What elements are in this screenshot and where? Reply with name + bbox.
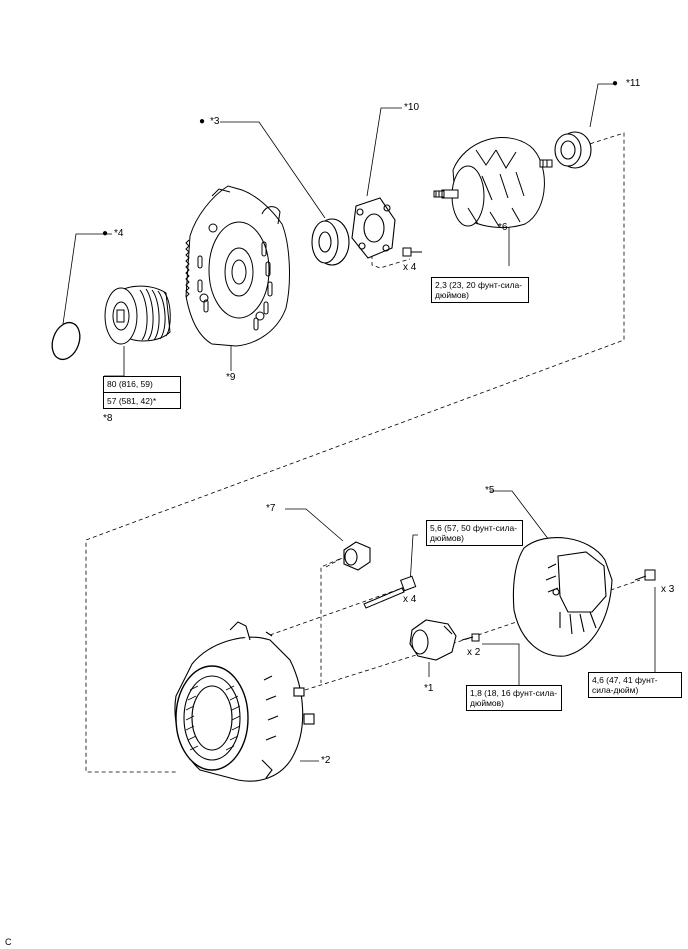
label-part-8: *8 (103, 413, 113, 424)
part-9-teeth (185, 239, 190, 298)
qty-cover-nuts: x 3 (661, 584, 675, 595)
stator-windings (185, 685, 241, 751)
torque-box-rear-cover: 4,6 (47, 41 фунт-сила-дюйм) (588, 672, 682, 698)
leader-lines (62, 83, 656, 762)
torque-rear-cover-text: 4,6 (47, 41 фунт-сила-дюйм) (592, 675, 658, 695)
label-part-2: *2 (321, 755, 331, 766)
torque-pulley-line-1: 80 (816, 59) (107, 379, 153, 389)
torque-box-bearing-retainer: 2,3 (23, 20 фунт-сила-дюймов) (431, 277, 529, 303)
bullet-part-4: ● (102, 228, 109, 239)
regulator-screw (461, 633, 480, 642)
label-part-7: *7 (266, 503, 276, 514)
label-part-9: *9 (226, 372, 236, 383)
torque-regulator-text: 1,8 (18, 16 фунт-сила-дюймов) (470, 688, 558, 708)
label-part-10: *10 (404, 102, 420, 113)
bullet-part-3: ● (199, 116, 206, 127)
part-10-retainer-plate (351, 197, 396, 259)
part-9-drive-end-frame (185, 185, 290, 347)
label-part-4: *4 (114, 228, 124, 239)
part-11-rear-bearing (554, 131, 592, 169)
torque-bearing-retainer-text: 2,3 (23, 20 фунт-сила-дюймов) (435, 280, 523, 300)
torque-through-bolt-text: 5,6 (57, 50 фунт-сила-дюймов) (430, 523, 518, 543)
torque-box-pulley: 80 (816, 59) 57 (581, 42)* (103, 376, 181, 409)
retainer-screw (402, 247, 422, 257)
part-2-rear-frame (174, 621, 315, 782)
torque-pulley-line-2: 57 (581, 42)* (104, 392, 180, 406)
part-8-pulley (104, 285, 171, 345)
torque-box-through-bolt: 5,6 (57, 50 фунт-сила-дюймов) (426, 520, 523, 546)
cover-nut (634, 569, 656, 581)
qty-regulator-screws: x 2 (467, 647, 481, 658)
label-part-1: *1 (424, 683, 434, 694)
part-7-insulator (343, 541, 371, 571)
qty-retainer-screws: x 4 (403, 262, 417, 273)
part-5-rear-cover (512, 537, 613, 657)
torque-box-regulator: 1,8 (18, 16 фунт-сила-дюймов) (466, 685, 562, 711)
qty-through-bolts: x 4 (403, 594, 417, 605)
label-part-11: *11 (626, 78, 641, 89)
corner-code: C (5, 937, 12, 947)
bullet-part-11: ● (612, 78, 619, 89)
label-part-5: *5 (485, 485, 495, 496)
label-part-6: *6 (498, 222, 508, 233)
part-4-cap (51, 321, 81, 361)
part-1-regulator (409, 619, 457, 661)
part-3-bearing (311, 218, 350, 266)
part-6-rotor (433, 137, 553, 229)
label-part-3: *3 (210, 116, 220, 127)
through-bolt (363, 575, 417, 609)
